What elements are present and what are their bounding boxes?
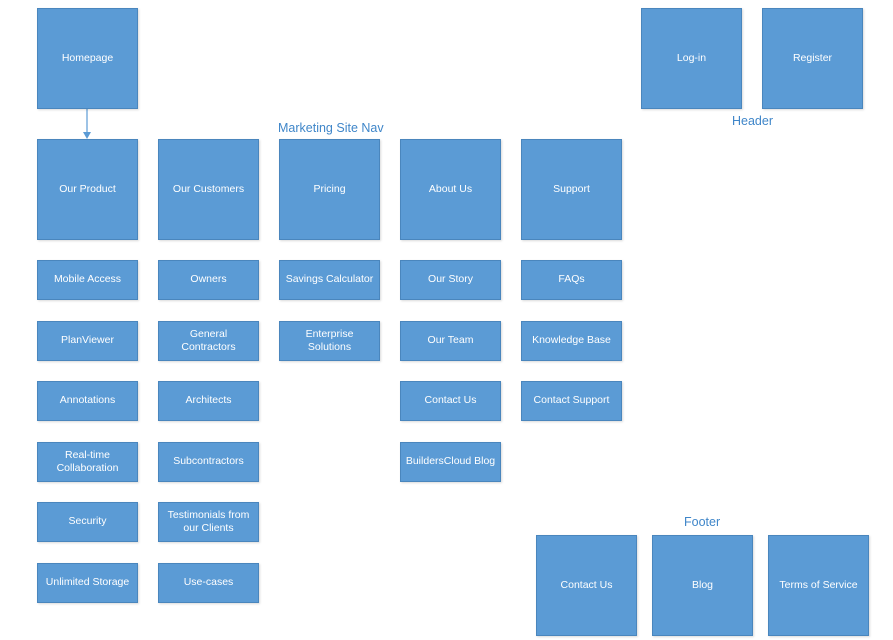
architects-box: Architects	[158, 381, 259, 421]
header-label: Header	[732, 114, 773, 128]
homepage-box: Homepage	[37, 8, 138, 109]
knowledge-base-box: Knowledge Base	[521, 321, 622, 361]
owners-text: Owners	[190, 273, 227, 286]
faqs-box: FAQs	[521, 260, 622, 300]
footer-terms-text: Terms of Service	[779, 578, 858, 591]
footer-terms-box: Terms of Service	[768, 535, 869, 636]
our-product-box: Our Product	[37, 139, 138, 240]
realtime-collaboration-text: Real-time Collaboration	[56, 448, 119, 474]
our-story-text: Our Story	[428, 273, 473, 286]
our-team-text: Our Team	[427, 334, 474, 347]
use-cases-text: Use-cases	[183, 576, 234, 589]
register-text: Register	[792, 51, 833, 64]
about-us-text: About Us	[428, 182, 473, 195]
contact-support-text: Contact Support	[533, 394, 610, 407]
footer-contact-us-text: Contact Us	[560, 578, 613, 591]
unlimited-storage-text: Unlimited Storage	[45, 576, 130, 589]
enterprise-solutions-text: Enterprise Solutions	[305, 327, 354, 353]
subcontractors-text: Subcontractors	[173, 455, 244, 468]
login-text: Log-in	[676, 51, 707, 64]
architects-text: Architects	[185, 394, 232, 407]
footer-contact-us-box: Contact Us	[536, 535, 637, 636]
pricing-box: Pricing	[279, 139, 380, 240]
footer-blog-box: Blog	[652, 535, 753, 636]
knowledge-base-text: Knowledge Base	[532, 334, 611, 347]
footer-label: Footer	[684, 515, 721, 529]
our-story-box: Our Story	[400, 260, 501, 300]
contact-us-box: Contact Us	[400, 381, 501, 421]
savings-calculator-box: Savings Calculator	[279, 260, 380, 300]
owners-box: Owners	[158, 260, 259, 300]
general-contractors-box: General Contractors	[158, 321, 259, 361]
planviewer-text: PlanViewer	[61, 334, 114, 347]
faqs-text: FAQs	[558, 273, 585, 286]
unlimited-storage-box: Unlimited Storage	[37, 563, 138, 603]
builderscloud-blog-box: BuildersCloud Blog	[400, 442, 501, 482]
savings-calculator-text: Savings Calculator	[285, 273, 374, 286]
our-team-box: Our Team	[400, 321, 501, 361]
enterprise-solutions-box: Enterprise Solutions	[279, 321, 380, 361]
contact-support-box: Contact Support	[521, 381, 622, 421]
about-us-box: About Us	[400, 139, 501, 240]
our-product-text: Our Product	[59, 182, 116, 195]
marketing-site-nav-label: Marketing Site Nav	[278, 121, 384, 135]
testimonials-text: Testimonials from our Clients	[167, 508, 250, 534]
homepage-text: Homepage	[61, 51, 114, 64]
login-box: Log-in	[641, 8, 742, 109]
builderscloud-blog-text: BuildersCloud Blog	[405, 455, 496, 468]
contact-us-text: Contact Us	[424, 394, 477, 407]
our-customers-box: Our Customers	[158, 139, 259, 240]
realtime-collaboration-box: Real-time Collaboration	[37, 442, 138, 482]
support-text: Support	[553, 182, 590, 195]
annotations-text: Annotations	[59, 394, 116, 407]
support-box: Support	[521, 139, 622, 240]
general-contractors-text: General Contractors	[181, 327, 236, 353]
footer-blog-text: Blog	[691, 578, 713, 591]
security-box: Security	[37, 502, 138, 542]
testimonials-box: Testimonials from our Clients	[158, 502, 259, 542]
mobile-access-box: Mobile Access	[37, 260, 138, 300]
use-cases-box: Use-cases	[158, 563, 259, 603]
our-customers-text: Our Customers	[172, 182, 245, 195]
planviewer-box: PlanViewer	[37, 321, 138, 361]
security-text: Security	[68, 515, 107, 528]
pricing-text: Pricing	[313, 182, 346, 195]
subcontractors-box: Subcontractors	[158, 442, 259, 482]
annotations-box: Annotations	[37, 381, 138, 421]
mobile-access-text: Mobile Access	[53, 273, 122, 286]
register-box: Register	[762, 8, 863, 109]
